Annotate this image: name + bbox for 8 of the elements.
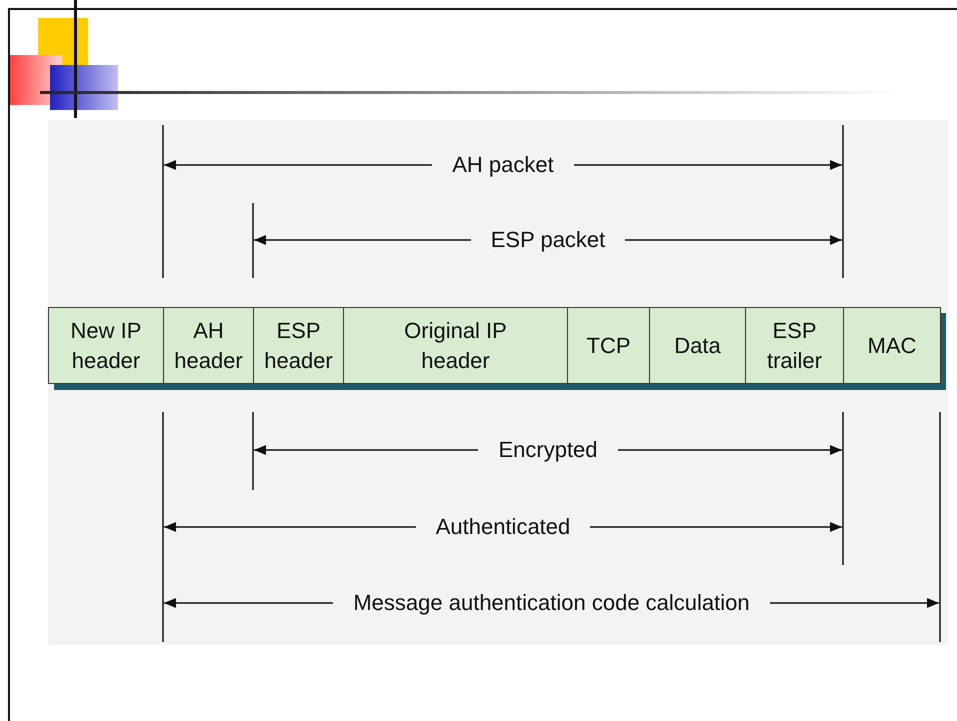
packet-field-cell: ESP header (253, 307, 344, 384)
packet-field-cell: Data (649, 307, 746, 384)
packet-field-cell: New IP header (48, 307, 164, 384)
packet-field-cell: Original IP header (343, 307, 568, 384)
packet-field-cell: AH header (163, 307, 254, 384)
packet-field-cell: TCP (567, 307, 650, 384)
packet-field-cell: ESP trailer (745, 307, 844, 384)
packet-field-cell: MAC (843, 307, 941, 384)
